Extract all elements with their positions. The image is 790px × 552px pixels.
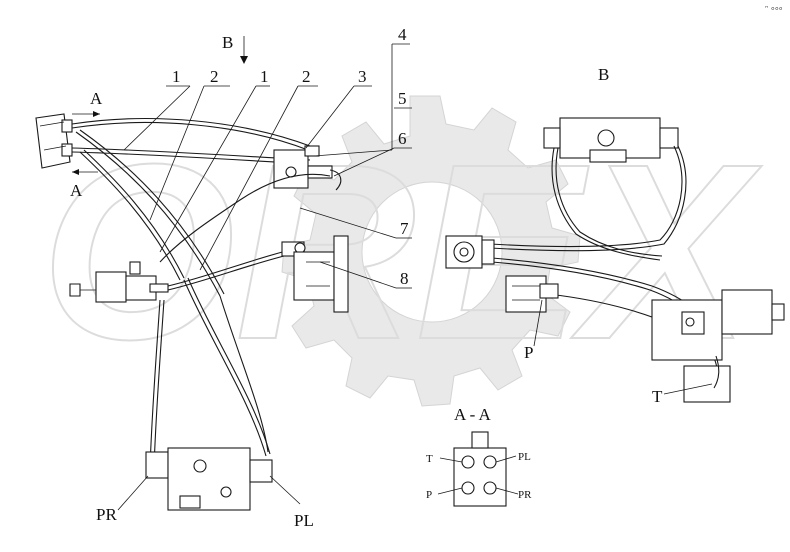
callout-7: 7 bbox=[400, 219, 409, 238]
port-label-p: P bbox=[524, 343, 533, 362]
callout-2b: 2 bbox=[302, 67, 311, 86]
leader-lines bbox=[117, 43, 713, 511]
callout-1: 1 bbox=[172, 67, 181, 86]
section-a-a-detail bbox=[437, 431, 519, 507]
left-control-valve bbox=[69, 261, 169, 303]
callout-4: 4 bbox=[398, 25, 407, 44]
section-a-label-top: A bbox=[90, 89, 103, 108]
port-label-pl: PL bbox=[294, 511, 314, 530]
view-b-left-motor bbox=[445, 235, 495, 269]
port-label-pr: PR bbox=[96, 505, 117, 524]
mid-hoses bbox=[159, 173, 331, 291]
section-arrow-bottom: A bbox=[70, 169, 98, 200]
section-port-pr: PR bbox=[518, 489, 532, 501]
down-hoses bbox=[149, 277, 271, 469]
section-port-t: T bbox=[426, 453, 433, 465]
view-b-top-unit bbox=[543, 117, 679, 163]
view-b-arrow-label: B bbox=[222, 33, 233, 52]
callout-6: 6 bbox=[398, 129, 407, 148]
left-valve-block bbox=[35, 113, 73, 169]
view-b-label: B bbox=[598, 65, 609, 84]
callout-3: 3 bbox=[358, 67, 367, 86]
section-a-a-title: A - A bbox=[454, 405, 492, 424]
bottom-manifold bbox=[145, 447, 273, 511]
section-arrow-top: A bbox=[72, 89, 103, 117]
corner-mark: ᵔ ◦◦◦ bbox=[765, 3, 783, 15]
section-port-pl: PL bbox=[518, 451, 531, 463]
view-b-right-pump bbox=[651, 289, 785, 361]
view-b-bottom-bracket bbox=[683, 355, 731, 403]
elbow-bracket bbox=[273, 145, 342, 191]
watermark-gear bbox=[281, 95, 581, 407]
section-a-label-bottom: A bbox=[70, 181, 83, 200]
view-b-small-valve bbox=[505, 275, 559, 313]
section-port-p: P bbox=[426, 489, 432, 501]
view-b-arrow: B bbox=[222, 33, 248, 64]
callout-8: 8 bbox=[400, 269, 409, 288]
callout-2: 2 bbox=[210, 67, 219, 86]
port-label-t: T bbox=[652, 387, 663, 406]
pump-motor bbox=[281, 235, 349, 313]
callout-5: 5 bbox=[398, 89, 407, 108]
callout-1b: 1 bbox=[260, 67, 269, 86]
